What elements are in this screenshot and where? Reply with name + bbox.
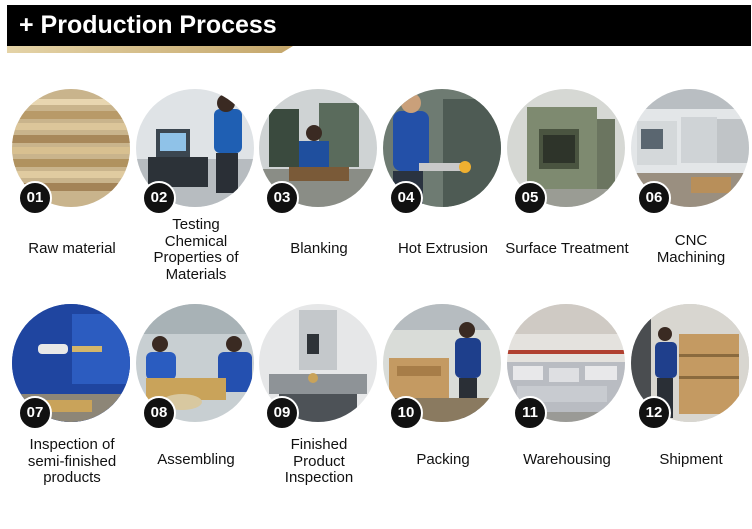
step-label: CNC Machining (656, 232, 726, 266)
testing-photo (136, 89, 254, 207)
step-item: 09 Finished Product Inspection (259, 304, 379, 486)
section-header: + Production Process (7, 5, 751, 46)
step-number-badge: 02 (142, 181, 176, 215)
step-item: 03 Blanking (259, 89, 379, 259)
step-label: Warehousing (523, 451, 611, 468)
step-label: Finished Product Inspection (284, 436, 354, 486)
step-item: 06 CNC Machining (631, 89, 751, 265)
step-number-badge: 05 (513, 181, 547, 215)
step-number-badge: 03 (265, 181, 299, 215)
step-label: Blanking (290, 240, 348, 257)
step-label: Shipment (659, 451, 723, 468)
step-item: 11 Warehousing (507, 304, 627, 474)
step-label: Inspection of semi-finished products (27, 436, 117, 486)
step-label: Testing Chemical Properties of Materials (153, 216, 239, 283)
step-item: 08 Assembling (136, 304, 256, 474)
step-number-badge: 06 (637, 181, 671, 215)
step-item: 01 Raw material (12, 89, 132, 259)
step-number-badge: 11 (513, 396, 547, 430)
step-item: 07 Inspection of semi-finished products (12, 304, 132, 486)
step-item: 10 Packing (383, 304, 503, 474)
step-item: 05 Surface Treatment (505, 89, 629, 259)
step-number-badge: 01 (18, 181, 52, 215)
step-number-badge: 04 (389, 181, 423, 215)
step-number-badge: 08 (142, 396, 176, 430)
title-accent-bar (7, 46, 293, 53)
step-number-badge: 12 (637, 396, 671, 430)
step-item: 12 Shipment (631, 304, 751, 474)
step-label: Packing (416, 451, 470, 468)
step-label: Hot Extrusion (397, 240, 489, 257)
step-label: Raw material (28, 240, 116, 257)
page-title: + Production Process (19, 11, 277, 39)
step-number-badge: 09 (265, 396, 299, 430)
step-number-badge: 07 (18, 396, 52, 430)
step-label: Assembling (157, 451, 235, 468)
step-item: 02 Testing Chemical Properties of Materi… (136, 89, 256, 282)
step-item: 04 Hot Extrusion (383, 89, 503, 259)
step-number-badge: 10 (389, 396, 423, 430)
step-label: Surface Treatment (505, 240, 629, 257)
